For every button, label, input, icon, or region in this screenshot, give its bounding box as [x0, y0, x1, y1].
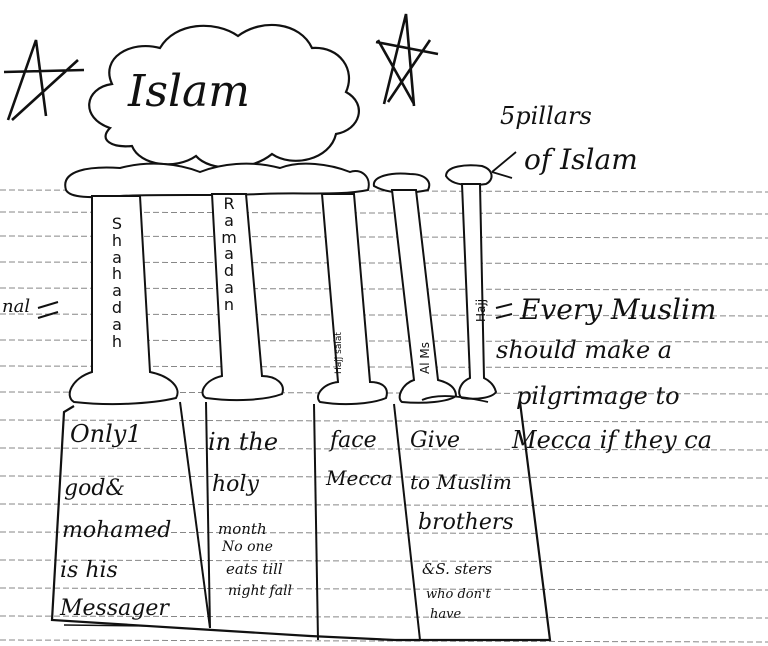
- pillar-bases: [50, 401, 552, 642]
- pillar-capitals: [64, 162, 370, 199]
- cap-5: [444, 164, 493, 186]
- base-2-line-3: month: [218, 520, 267, 538]
- base-2-line-4: No one: [222, 539, 273, 555]
- base-2-line-6: night fall: [228, 583, 293, 599]
- column-5: [458, 183, 498, 400]
- pillar-5-name: Hajj: [474, 298, 488, 322]
- base-3-line-1: face: [330, 428, 377, 453]
- base-4-line-4: &S. sters: [422, 560, 493, 578]
- subtitle-line-2: of Islam: [524, 143, 638, 176]
- base-2-line-5: eats till: [226, 560, 283, 578]
- base-2-line-2: holy: [212, 472, 259, 497]
- equals-right-icon: [495, 303, 513, 319]
- base-1-line-4: is his: [60, 558, 118, 583]
- column-1: [68, 195, 179, 406]
- pillar-3-name: Hajj salat: [334, 332, 344, 374]
- pillar-2-name: R a m a d a n: [221, 194, 237, 314]
- base-1-line-3: mohamed: [62, 518, 172, 543]
- arrow-icon: [491, 151, 517, 179]
- base-1-line-5: Messager: [60, 596, 169, 621]
- base-3-line-2: Mecca: [326, 466, 393, 490]
- equals-left-icon: [37, 301, 59, 319]
- base-1-line-1: Only1: [70, 420, 142, 448]
- star-left-icon: [3, 39, 85, 121]
- pillar-1-name: S h a h a d a h: [111, 214, 123, 351]
- base-4-line-3: brothers: [418, 510, 514, 535]
- pillar-4-name: Al Ms: [418, 342, 432, 374]
- base-4-line-5: who don't: [426, 587, 491, 602]
- note-line-1: Every Muslim: [520, 293, 717, 326]
- column-4: [390, 189, 458, 404]
- subtitle-line-1: 5pillars: [500, 102, 592, 130]
- base-2-line-1: in the: [208, 428, 279, 456]
- base-1-line-2: god&: [64, 476, 125, 501]
- base-4-line-2: to Muslim: [410, 470, 512, 494]
- note-line-2: should make a: [496, 336, 673, 364]
- page-title: Islam: [128, 66, 250, 117]
- left-fragment: nal: [2, 296, 31, 317]
- title-cloud: [88, 23, 360, 169]
- note-line-4: Mecca if they ca: [512, 426, 713, 454]
- base-4-line-1: Give: [410, 428, 461, 453]
- base-4-line-6: have: [430, 607, 462, 622]
- note-line-3: pilgrimage to: [516, 382, 680, 410]
- column-2: [201, 193, 284, 402]
- column-3: [317, 193, 388, 406]
- star-right-icon: [375, 13, 439, 107]
